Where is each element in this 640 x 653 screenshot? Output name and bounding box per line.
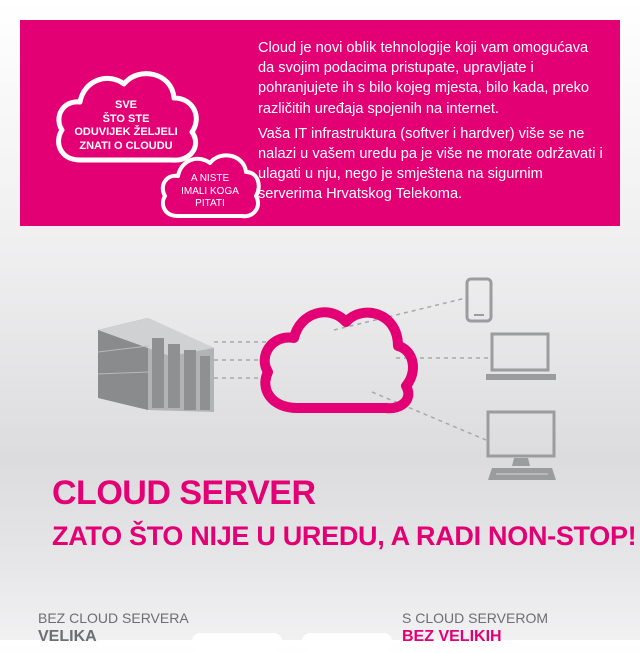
laptop-icon bbox=[486, 332, 556, 380]
cloud-bubble-secondary: A NISTE IMALI KOGA PITATI bbox=[156, 146, 264, 224]
comparison-right-subheading: BEZ VELIKIH bbox=[402, 628, 502, 645]
comparison-card bbox=[192, 633, 282, 653]
cloud-bubble-main-text: SVE ŠTO STE ODUVIJEK ŽELJELI ZNATI O CLO… bbox=[74, 99, 178, 152]
cloud-icon bbox=[259, 307, 418, 414]
server-rack-icon bbox=[97, 318, 214, 412]
desktop-computer-icon bbox=[486, 410, 556, 480]
cloud-outline-icon bbox=[160, 153, 261, 219]
smartphone-icon bbox=[465, 277, 493, 323]
comparison-right-heading: S CLOUD SERVEROM bbox=[402, 610, 548, 626]
cloud-bubble-secondary-text: A NISTE IMALI KOGA PITATI bbox=[181, 173, 239, 209]
comparison-left-subheading: VELIKA bbox=[38, 628, 97, 645]
intro-banner: SVE ŠTO STE ODUVIJEK ŽELJELI ZNATI O CLO… bbox=[20, 20, 620, 226]
cloud-bubble-main: SVE ŠTO STE ODUVIJEK ŽELJELI ZNATI O CLO… bbox=[50, 62, 202, 170]
intro-paragraph-1: Cloud je novi oblik tehnologije koji vam… bbox=[258, 40, 589, 117]
comparison-left-heading: BEZ CLOUD SERVERA bbox=[38, 610, 189, 626]
page-subtitle: ZATO ŠTO NIJE U UREDU, A RADI NON-STOP! bbox=[52, 521, 637, 551]
page-title: CLOUD SERVER bbox=[52, 474, 316, 512]
comparison-card bbox=[302, 633, 392, 653]
intro-paragraph-2: Vaša IT infrastruktura (softver i hardve… bbox=[258, 125, 603, 203]
cloud-network-illustration bbox=[97, 277, 556, 480]
intro-text: Cloud je novi oblik tehnologije koji vam… bbox=[258, 38, 608, 210]
cloud-outline-icon bbox=[56, 71, 199, 163]
connection-lines bbox=[214, 297, 488, 441]
